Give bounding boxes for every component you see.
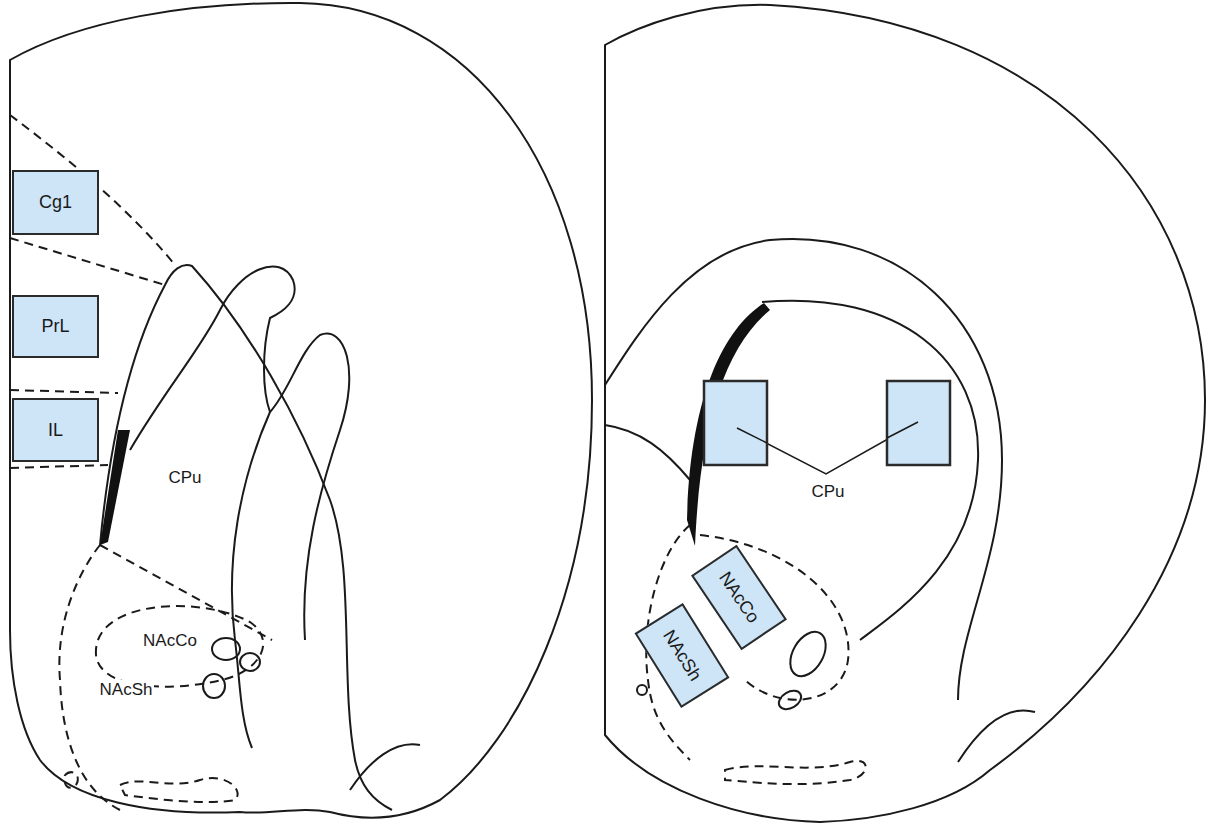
small-structure — [637, 685, 647, 695]
striatum-line — [762, 301, 978, 640]
region-border — [96, 606, 263, 687]
left-brain-outline — [10, 3, 592, 818]
fibre-tract — [100, 430, 130, 545]
region-border — [100, 545, 272, 640]
white-matter-line — [100, 265, 392, 810]
leader-line — [737, 422, 918, 443]
striatum-line — [130, 266, 295, 748]
region-border — [10, 390, 118, 393]
small-structure — [240, 653, 260, 671]
region-label: CPu — [809, 482, 846, 502]
white-matter-line — [605, 425, 690, 480]
dashed-borders — [10, 115, 272, 810]
region-label: CPu — [166, 468, 203, 488]
sample-box: IL — [12, 398, 99, 462]
small-structure — [783, 626, 833, 683]
white-matter-line — [605, 239, 1002, 700]
sample-box — [887, 381, 950, 465]
sample-box: PrL — [12, 295, 99, 358]
small-structure — [776, 687, 805, 713]
right-brain-outline — [605, 5, 1205, 822]
fibre-tract — [687, 303, 770, 546]
region-border — [10, 238, 165, 285]
ventral-line — [958, 710, 1035, 762]
region-border — [725, 761, 866, 784]
striatum-line — [270, 334, 349, 640]
region-border — [59, 545, 120, 810]
sample-box: NAcCo — [691, 544, 787, 649]
region-border — [120, 778, 238, 802]
region-border — [10, 465, 108, 468]
region-border — [10, 115, 175, 265]
sample-box — [704, 381, 767, 465]
small-structure — [203, 674, 225, 698]
region-name: NAcSh — [656, 622, 708, 687]
region-label: NAcCo — [141, 631, 199, 651]
sample-box: NAcSh — [635, 603, 730, 708]
ventral-line — [350, 744, 420, 790]
dashed-borders — [646, 525, 866, 784]
region-name: NAcCo — [712, 564, 766, 630]
region-label: NAcSh — [98, 680, 155, 700]
small-structure — [212, 638, 240, 660]
region-name: PrL — [37, 316, 73, 337]
sample-box: Cg1 — [12, 170, 99, 235]
region-name: Cg1 — [35, 192, 76, 213]
region-border — [64, 772, 77, 788]
region-name: IL — [44, 420, 67, 441]
